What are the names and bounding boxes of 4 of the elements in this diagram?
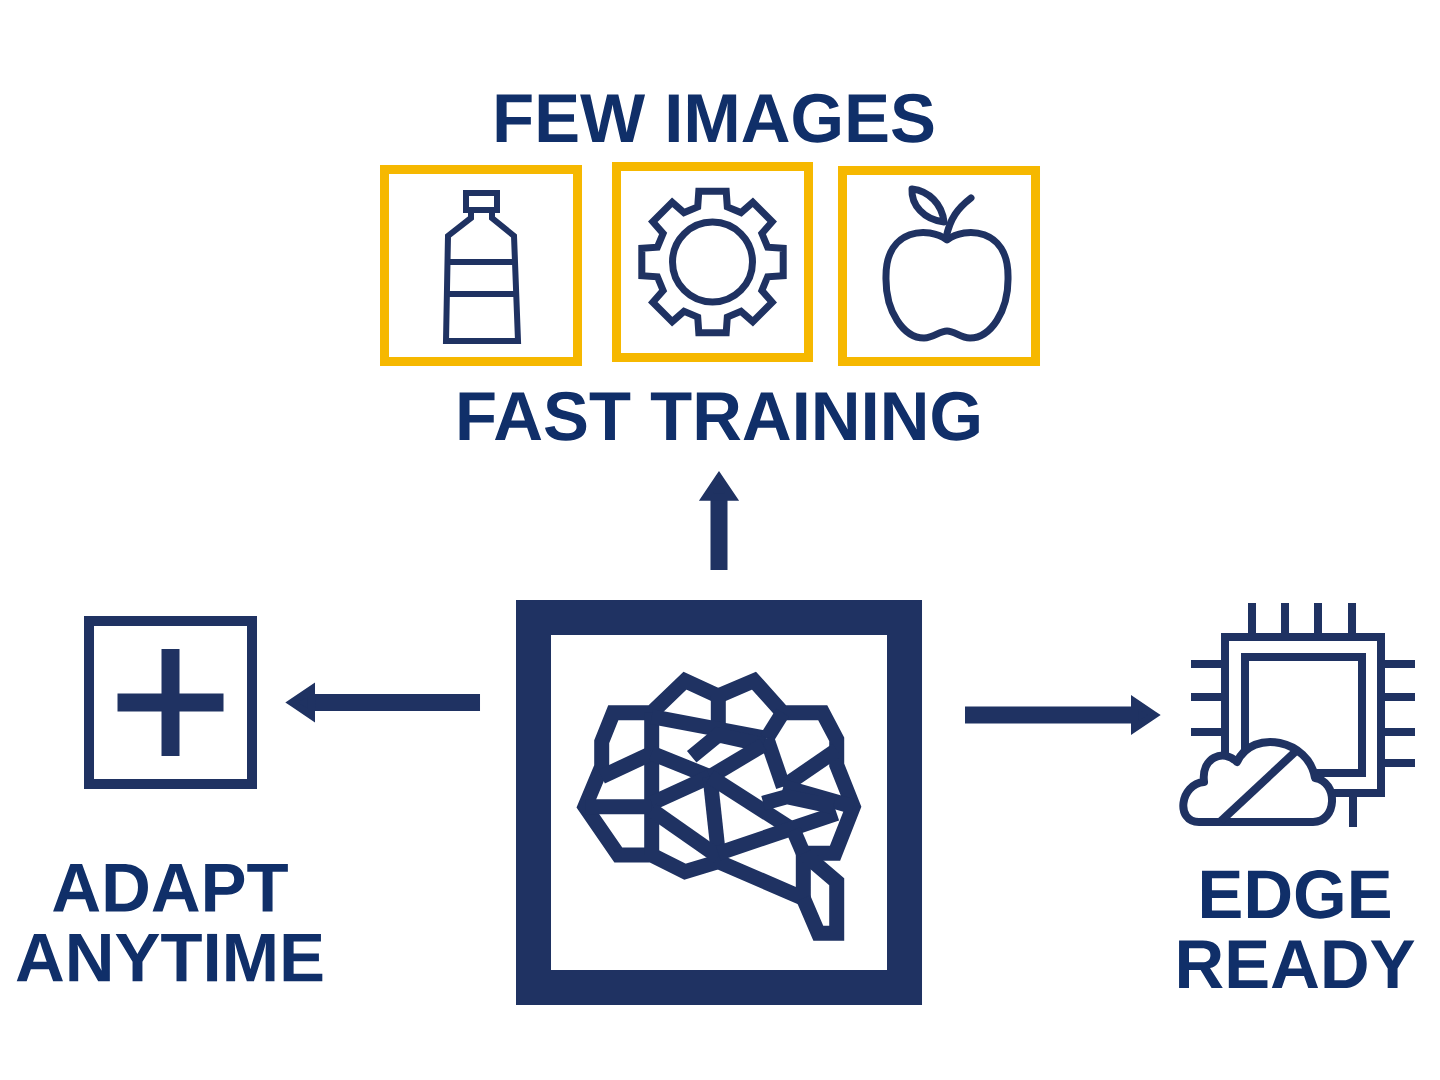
- feature-label: ADAPT ANYTIME: [16, 863, 323, 982]
- feature-label: FAST TRAINING: [459, 391, 979, 441]
- heading: FEW IMAGES: [496, 93, 934, 143]
- feature-label: EDGE READY: [1179, 869, 1415, 988]
